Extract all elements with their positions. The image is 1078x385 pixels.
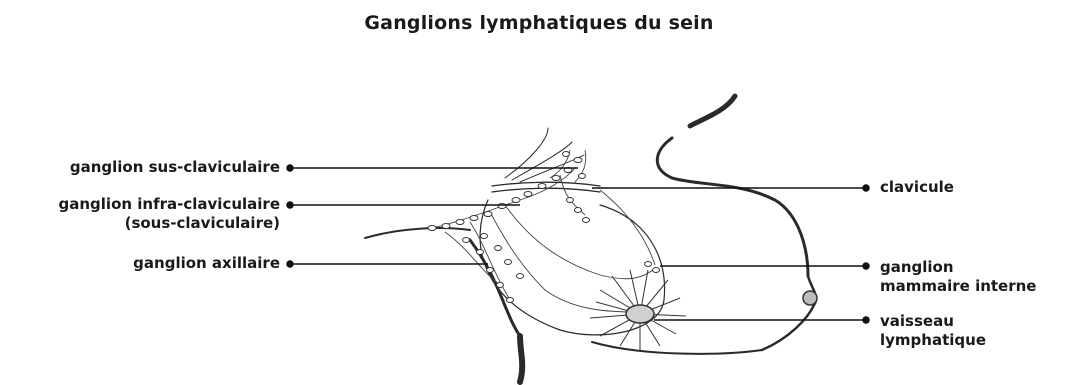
label-mammaire-interne: ganglion mammaire interne [880,258,1036,296]
shoulder-contour [657,138,808,276]
arm-contour [520,336,522,382]
neck-contour [690,96,735,126]
label-vaisseau-lymphatique: vaisseau lymphatique [880,312,986,350]
areola-node [626,305,654,323]
label-axillaire: ganglion axillaire [133,254,280,273]
label-infra-claviculaire: ganglion infra-claviculaire (sous-clavic… [59,195,280,233]
breast-profile [762,276,816,350]
label-clavicule: clavicule [880,178,954,197]
armpit-contour [365,228,470,238]
label-sus-claviculaire: ganglion sus-claviculaire [70,158,280,177]
lymph-nodes [428,152,660,303]
underbreast-curve [592,342,762,354]
nipple [803,291,817,305]
